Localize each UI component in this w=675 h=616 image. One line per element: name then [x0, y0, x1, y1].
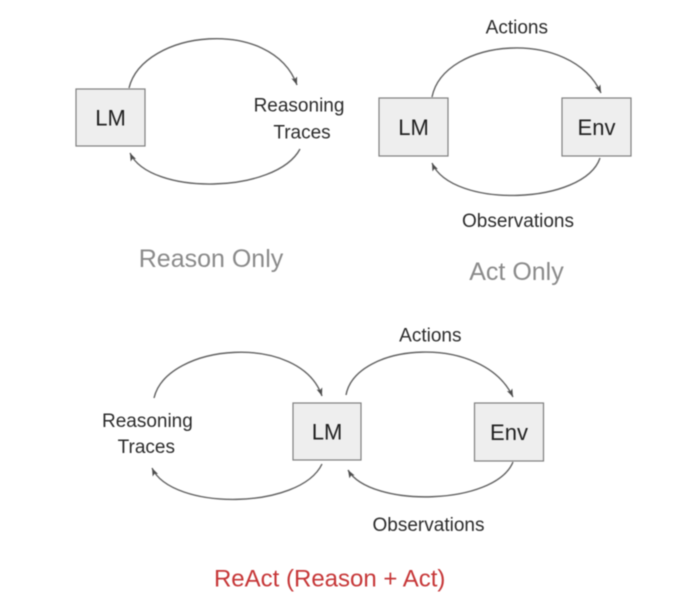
svg-text:Env: Env [490, 420, 528, 445]
svg-text:ReAct (Reason + Act): ReAct (Reason + Act) [214, 565, 445, 592]
svg-text:Reasoning: Reasoning [102, 411, 193, 432]
svg-text:Actions: Actions [486, 18, 548, 39]
svg-text:LM: LM [312, 420, 343, 445]
svg-text:Reason Only: Reason Only [139, 245, 284, 273]
svg-text:Actions: Actions [399, 326, 461, 347]
svg-text:Observations: Observations [462, 211, 574, 232]
svg-text:Act Only: Act Only [469, 258, 564, 286]
svg-text:LM: LM [95, 106, 126, 131]
svg-text:Observations: Observations [373, 515, 485, 536]
svg-text:Reasoning: Reasoning [254, 96, 345, 117]
svg-text:Traces: Traces [273, 123, 330, 144]
svg-text:Traces: Traces [118, 437, 175, 458]
svg-text:Env: Env [578, 115, 616, 140]
svg-text:LM: LM [398, 115, 429, 140]
